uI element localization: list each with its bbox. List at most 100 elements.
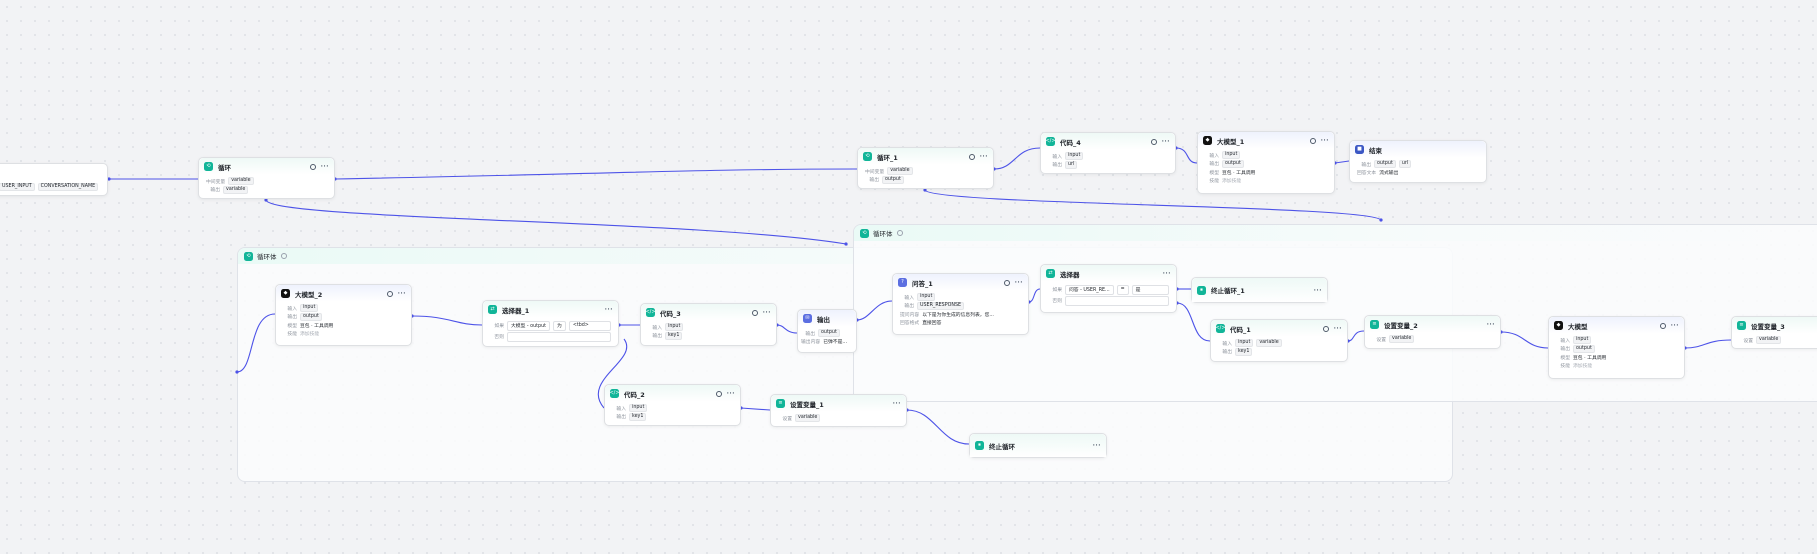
end-icon: ■ [1355,145,1364,154]
run-icon[interactable] [1322,325,1329,332]
break-loop-icon: ⏹ [1197,285,1206,295]
more-icon[interactable]: ··· [1670,322,1679,329]
code-icon: </> [1215,324,1226,333]
more-icon[interactable]: ··· [604,306,613,313]
node-title: 设置变量_1 [790,400,824,409]
edge [334,168,858,180]
code-icon: </> [1045,137,1056,146]
selector-icon: ⇄ [1046,269,1055,278]
loop-body-title: 循环体 [873,230,893,238]
set-variable-icon: ≡ [1370,320,1379,329]
start-output-conversation-name: CONVERSATION_NAME [37,183,99,192]
code-icon: </> [609,389,620,398]
break-loop-1-node[interactable]: ⏹ 终止循环_1 ··· [1191,277,1328,303]
loop-body-title: 循环体 [257,253,277,261]
break-loop-icon: ⏹ [975,441,984,450]
question-icon: ? [898,278,907,287]
info-icon [896,230,903,236]
node-title: 代码_4 [1060,138,1081,147]
edge [924,189,1382,221]
more-icon[interactable]: ··· [1320,137,1329,144]
set-variable-icon: ≡ [776,399,785,408]
node-title: 选择器 [1060,270,1080,279]
code-icon: </> [645,308,656,317]
node-title: 设置变量_2 [1384,321,1418,330]
node-title: 输出 [817,315,830,324]
loop-icon: ⟲ [244,251,253,261]
edge [993,147,1041,170]
node-title: 问答_1 [912,279,933,288]
loop-icon: ⟲ [204,162,213,171]
set-variable-icon: ≡ [1737,321,1746,330]
run-icon[interactable] [386,290,393,297]
more-icon[interactable]: ··· [1313,286,1322,294]
more-icon[interactable]: ··· [1092,442,1101,449]
node-title: 终止循环_1 [1211,287,1245,295]
node-title: 代码_2 [624,390,645,399]
llm-icon: ◆ [1203,136,1212,145]
edge [1175,147,1198,164]
output-icon: ✉ [803,314,812,323]
more-icon[interactable]: ··· [1162,270,1171,277]
node-title: 循环 [218,163,231,172]
selector-1-node[interactable]: ⇄ 选择器_1 ··· 如果 大模型 - output 为 <tbd> 否则 [482,300,619,347]
run-icon[interactable] [1150,138,1157,145]
run-icon[interactable] [751,309,758,316]
loop-icon: ⟲ [860,228,869,238]
node-title: 选择器_1 [502,306,530,315]
selector-icon: ⇄ [488,305,497,314]
more-icon[interactable]: ··· [1486,321,1495,328]
break-loop-node[interactable]: ⏹ 终止循环 ··· [969,433,1107,458]
more-icon[interactable]: ··· [320,163,329,170]
edge-port [844,242,848,246]
node-title: 大模型_1 [1217,137,1245,146]
more-icon[interactable]: ··· [397,290,406,297]
edge-port [1379,218,1383,222]
more-icon[interactable]: ··· [1333,325,1342,332]
llm-icon: ◆ [281,289,290,298]
edge [1334,160,1350,164]
edge [265,199,847,245]
node-title: 结束 [1369,146,1382,155]
node-title: 终止循环 [989,442,1015,451]
run-icon[interactable] [309,163,316,170]
node-title: 大模型_2 [295,290,323,299]
run-icon[interactable] [968,153,975,160]
more-icon[interactable]: ··· [1161,138,1170,145]
loop-icon: ⟲ [863,152,872,161]
node-title: 循环_1 [877,153,898,162]
run-icon[interactable] [1659,322,1666,329]
node-title: 大模型 [1568,322,1588,331]
node-title: 设置变量_3 [1751,322,1785,331]
run-icon[interactable] [1003,279,1010,286]
start-output-user-input: USER_INPUT [0,183,35,192]
llm-icon: ◆ [1554,321,1563,330]
run-icon[interactable] [715,390,722,397]
more-icon[interactable]: ··· [892,400,901,407]
node-title: 代码_3 [660,309,681,318]
start-node[interactable]: USER_INPUT CONVERSATION_NAME [0,163,108,196]
more-icon[interactable]: ··· [1014,279,1023,286]
more-icon[interactable]: ··· [726,390,735,397]
run-icon[interactable] [1309,137,1316,144]
selector-node[interactable]: ⇄ 选择器 ··· 如果 问答 - USER_RE... = 是 否则 [1040,264,1177,313]
node-title: 代码_1 [1230,325,1251,334]
more-icon[interactable]: ··· [762,309,771,316]
more-icon[interactable]: ··· [979,153,988,160]
